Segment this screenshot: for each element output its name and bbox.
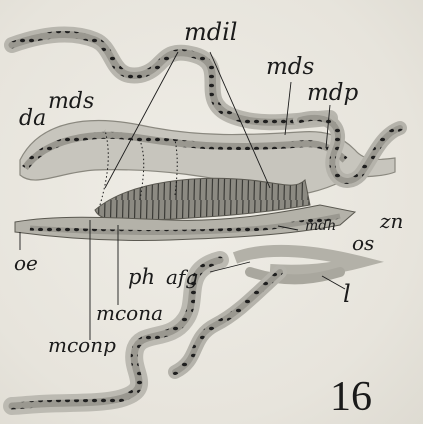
label-da: da bbox=[19, 106, 46, 131]
label-mdp: mdp bbox=[307, 80, 359, 106]
label-oe: oe bbox=[14, 251, 38, 275]
label-afg: afg bbox=[166, 265, 198, 289]
figure-number: 16 bbox=[330, 374, 372, 420]
label-mdil: mdil bbox=[184, 18, 237, 46]
label-zn: zn bbox=[379, 209, 403, 233]
lower-fold bbox=[235, 251, 360, 279]
label-mconp: mconp bbox=[48, 333, 116, 357]
label-l: l bbox=[343, 280, 351, 308]
label-mds-left: mds bbox=[48, 89, 94, 114]
label-mds-top: mds bbox=[266, 54, 315, 80]
label-mcona: mcona bbox=[96, 301, 163, 325]
label-ph: ph bbox=[128, 265, 155, 289]
label-os: os bbox=[352, 231, 374, 255]
label-mdh: mdh bbox=[305, 218, 336, 234]
